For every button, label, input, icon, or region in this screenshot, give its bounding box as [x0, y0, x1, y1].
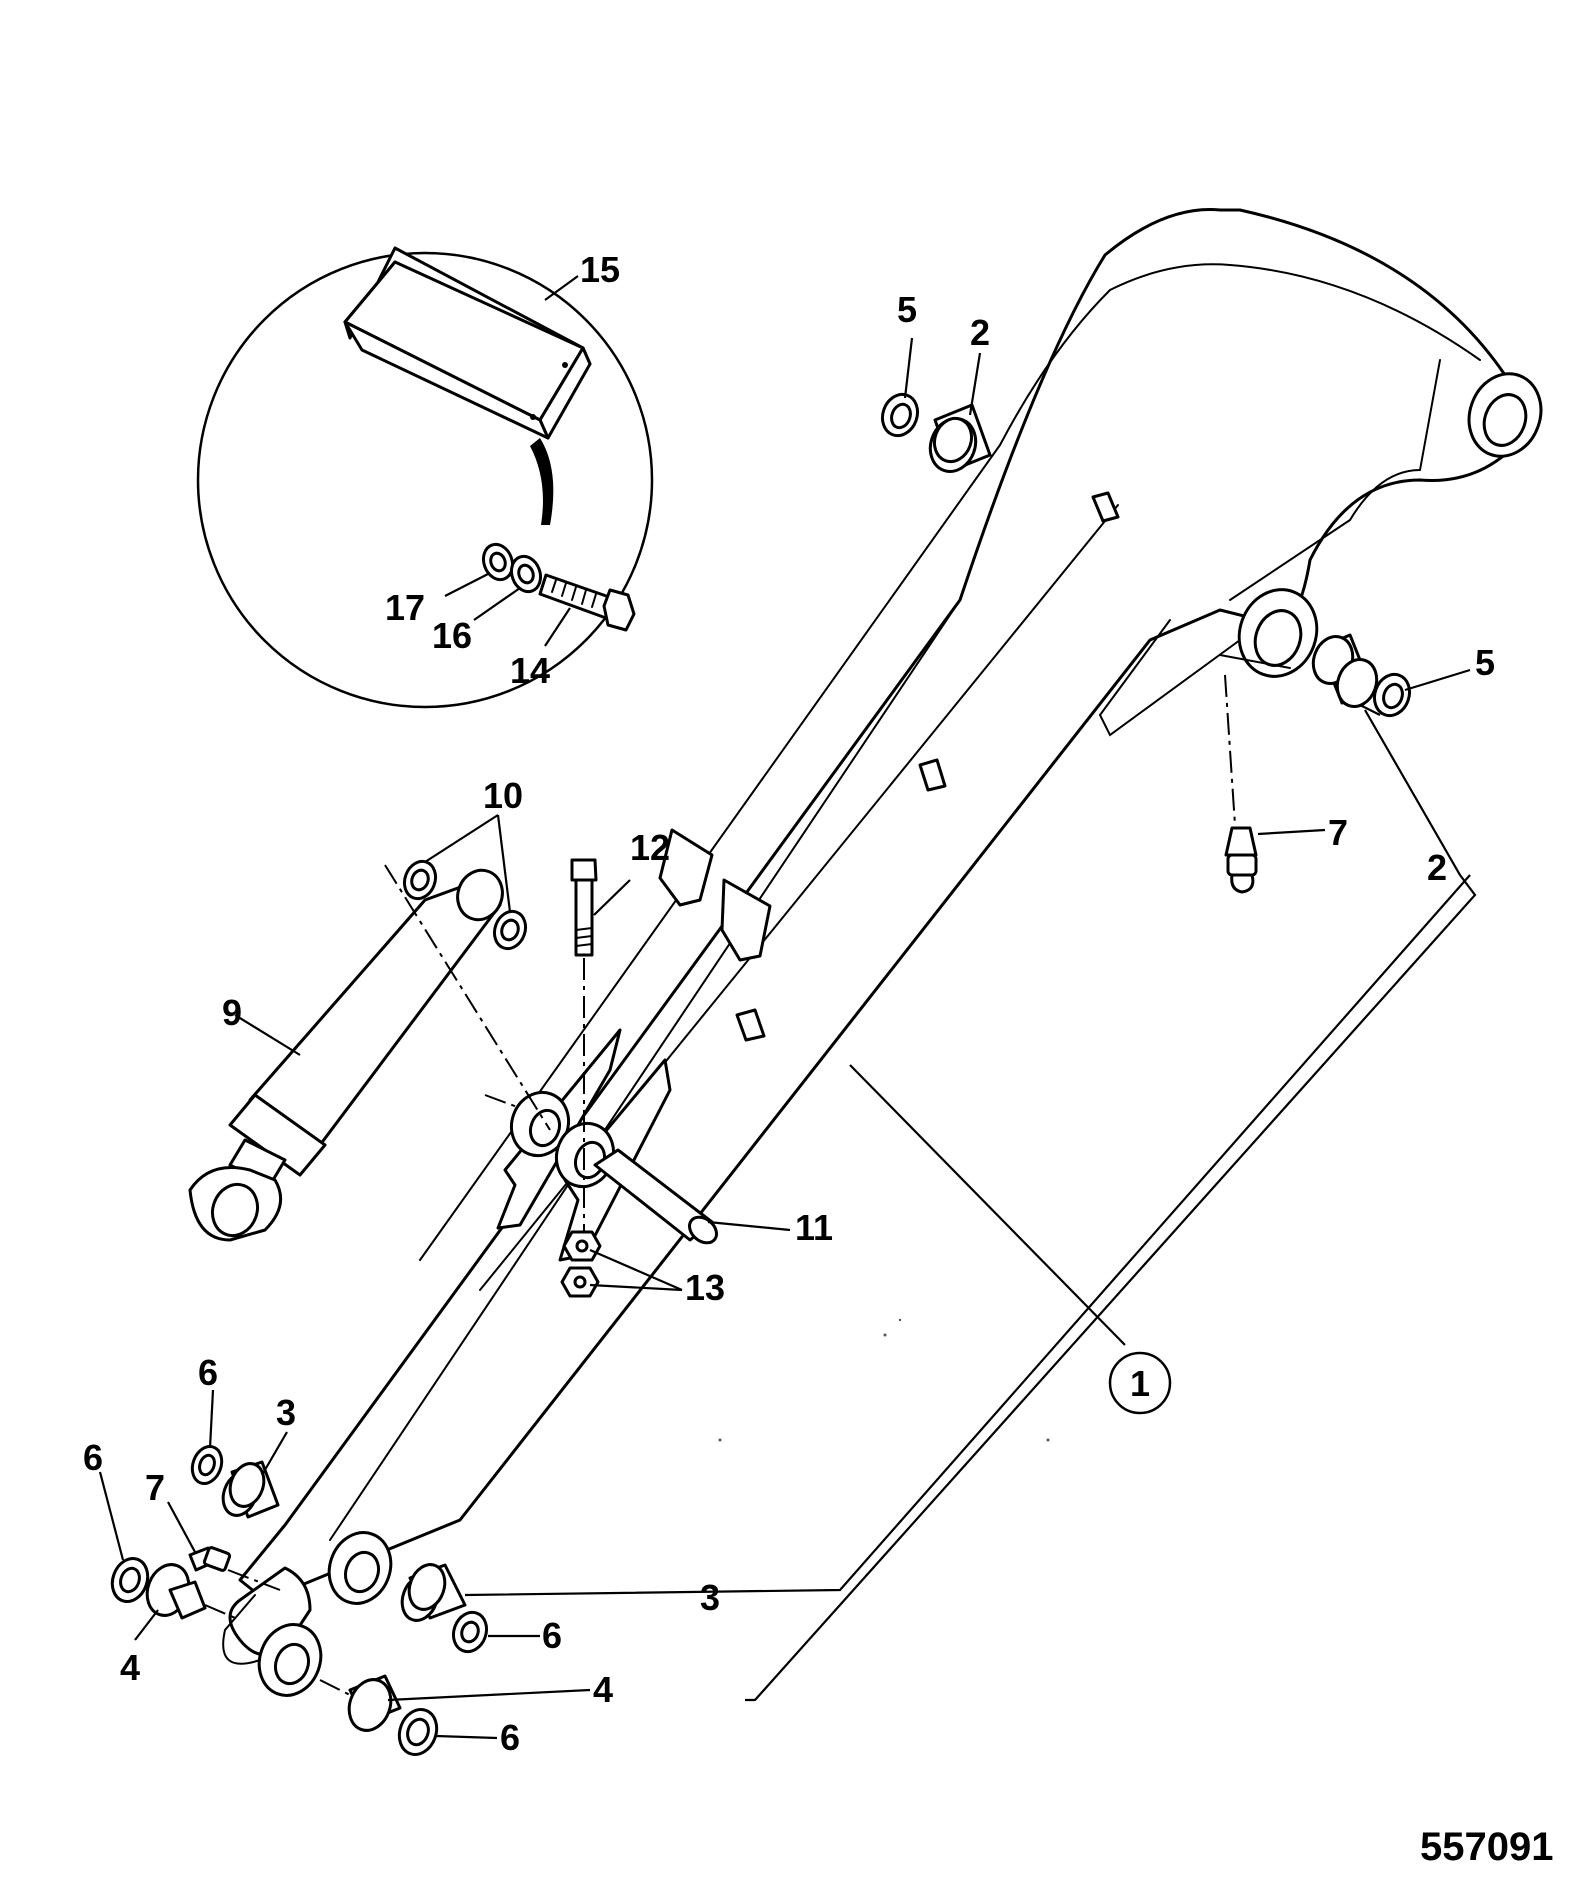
callout-7-right: 7: [1328, 812, 1348, 853]
washer-17-part: [481, 542, 515, 582]
washer-5-right-part: [1372, 672, 1412, 718]
callout-16: 16: [432, 615, 472, 656]
centre-line-upper-pivot: [1224, 674, 1236, 826]
bush-4-left-part: [145, 1563, 207, 1620]
bolt-12-part: [570, 858, 598, 957]
callout-2-right: 2: [1427, 847, 1447, 888]
callout-3-upper: 3: [276, 1392, 296, 1433]
callout-10: 10: [483, 775, 523, 816]
fixing-arrow: [530, 438, 554, 525]
washer-5-top-part: [880, 392, 920, 438]
callout-4-lower: 4: [593, 1669, 613, 1710]
callout-labels: 15 17 16 14 5 2 5 7 2 10 12 9 11 13 1 6 …: [83, 249, 1495, 1758]
centre-line-lower-pivot: [204, 1604, 241, 1621]
callout-1-circle: [1108, 1351, 1172, 1415]
grease-nipple-7-lower-part: [188, 1546, 232, 1572]
pin-11-part: [593, 1148, 718, 1245]
washer-6-left-part: [110, 1557, 150, 1603]
callout-9: 9: [222, 992, 242, 1033]
grease-nipple-7-right-part: [1224, 826, 1258, 894]
centre-line-cylinder-pin: [484, 1094, 521, 1109]
washer-10-upper-part: [402, 859, 438, 901]
callout-6-bottom: 6: [500, 1717, 520, 1758]
callout-13: 13: [685, 1267, 725, 1308]
washer-6-upper-part: [190, 1445, 224, 1485]
callout-6-upper: 6: [198, 1352, 218, 1393]
washer-6-mid-part: [451, 1610, 489, 1654]
figure-reference-number: 557091: [1420, 1825, 1553, 1869]
callout-17: 17: [385, 587, 425, 628]
bush-3-lower-part: [400, 1563, 467, 1622]
centre-line-cylinder-top: [384, 864, 551, 1131]
detail-inset: [196, 246, 654, 709]
callout-12: 12: [630, 827, 670, 868]
boom-arm-part: [222, 208, 1543, 1697]
callout-15: 14: [510, 650, 550, 691]
bush-2-right-part: [1311, 633, 1379, 708]
callout-2-top: 2: [970, 312, 990, 353]
callout-3-lower: 3: [700, 1577, 720, 1618]
bolt-15-part: [538, 573, 636, 632]
callout-4-left: 4: [120, 1647, 140, 1688]
nut-13-part: [560, 1230, 602, 1298]
washer-10-lower-part: [492, 909, 528, 951]
callout-5-right: 5: [1475, 642, 1495, 683]
callout-6-left: 6: [83, 1437, 103, 1478]
callout-14: 15: [580, 249, 620, 290]
callout-11: 11: [795, 1207, 833, 1248]
detail-inset-circle: [196, 251, 654, 709]
callout-6-mid: 6: [542, 1615, 562, 1656]
callout-7-lower: 7: [145, 1467, 165, 1508]
callout-1: 1: [1130, 1363, 1150, 1404]
bush-2-top-part: [928, 403, 992, 473]
centre-line-lower-nipple: [227, 1569, 281, 1591]
washer-16-part: [509, 554, 543, 594]
cover-plate-part: [343, 246, 592, 440]
hydraulic-cylinder-9-part: [188, 868, 504, 1242]
leader-lines: [98, 337, 1477, 1740]
bush-3-upper-part: [221, 1460, 280, 1519]
washer-6-bottom-part: [397, 1708, 439, 1756]
bush-4-lower-part: [347, 1674, 402, 1732]
centre-line-lower-boss: [319, 1679, 361, 1701]
callout-5-top: 5: [897, 289, 917, 330]
